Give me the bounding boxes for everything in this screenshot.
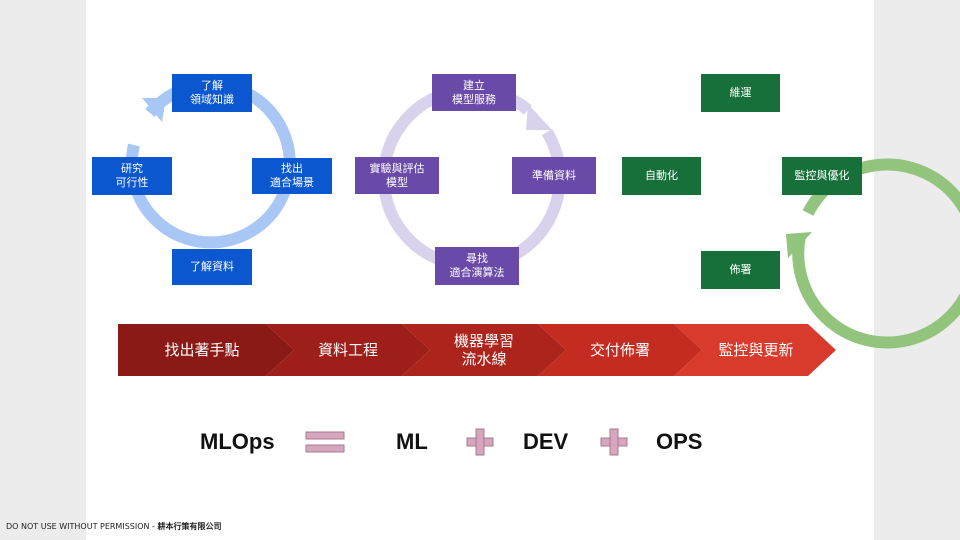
pipeline-stage-shape-4	[538, 324, 702, 376]
ops-node-right: 監控與優化	[782, 157, 862, 195]
domain-cycle-arrowhead	[142, 98, 166, 122]
ops-cycle-arc	[792, 158, 960, 349]
pipeline-stage-label-5: 監控與更新	[718, 341, 794, 359]
plus-icon-1	[466, 428, 494, 456]
ops-node-left: 自動化	[622, 157, 701, 195]
pipeline-arrows	[118, 324, 836, 376]
equation-term-dev: DEV	[523, 429, 569, 454]
footer: DO NOT USE WITHOUT PERMISSION - 耕本行策有限公司	[6, 521, 221, 532]
domain-node-top: 了解 領域知識	[172, 74, 252, 112]
model-cycle-arrowhead	[526, 104, 552, 130]
pipeline-stage-shape-5	[674, 324, 836, 376]
footer-notice: DO NOT USE WITHOUT PERMISSION -	[6, 522, 158, 531]
pipeline-stage-shape-3	[402, 324, 566, 376]
pipeline-stage-shape-1	[118, 324, 294, 376]
ops-cycle-arrowhead	[786, 232, 812, 258]
model-node-bottom: 尋找 適合演算法	[435, 247, 519, 285]
footer-company: 耕本行策有限公司	[157, 522, 222, 531]
equals-icon	[305, 431, 345, 453]
domain-node-bottom: 了解資料	[172, 249, 252, 285]
ops-cycle-ring	[786, 158, 960, 349]
pipeline-stage-shape-2	[266, 324, 430, 376]
equation-term-ops: OPS	[656, 429, 703, 454]
domain-node-left: 研究 可行性	[92, 157, 172, 195]
model-node-top: 建立 模型服務	[432, 74, 516, 111]
plus-icon-2	[600, 428, 628, 456]
pipeline-stage-label-4: 交付佈署	[589, 341, 650, 359]
pipeline-stage-label-3: 機器學習 流水線	[453, 332, 514, 368]
model-node-left: 實驗與評估 模型	[355, 157, 439, 194]
equation-term-ml: ML	[396, 429, 428, 454]
pipeline-stage-label-2: 資料工程	[317, 341, 378, 359]
ops-node-bottom: 佈署	[701, 251, 780, 289]
equation-result: MLOps	[200, 429, 275, 454]
pipeline-stage-label-1: 找出著手點	[164, 341, 240, 359]
model-node-right: 準備資料	[512, 157, 596, 194]
ops-node-top: 維運	[701, 74, 780, 112]
domain-node-right: 找出 適合場景	[252, 158, 332, 194]
